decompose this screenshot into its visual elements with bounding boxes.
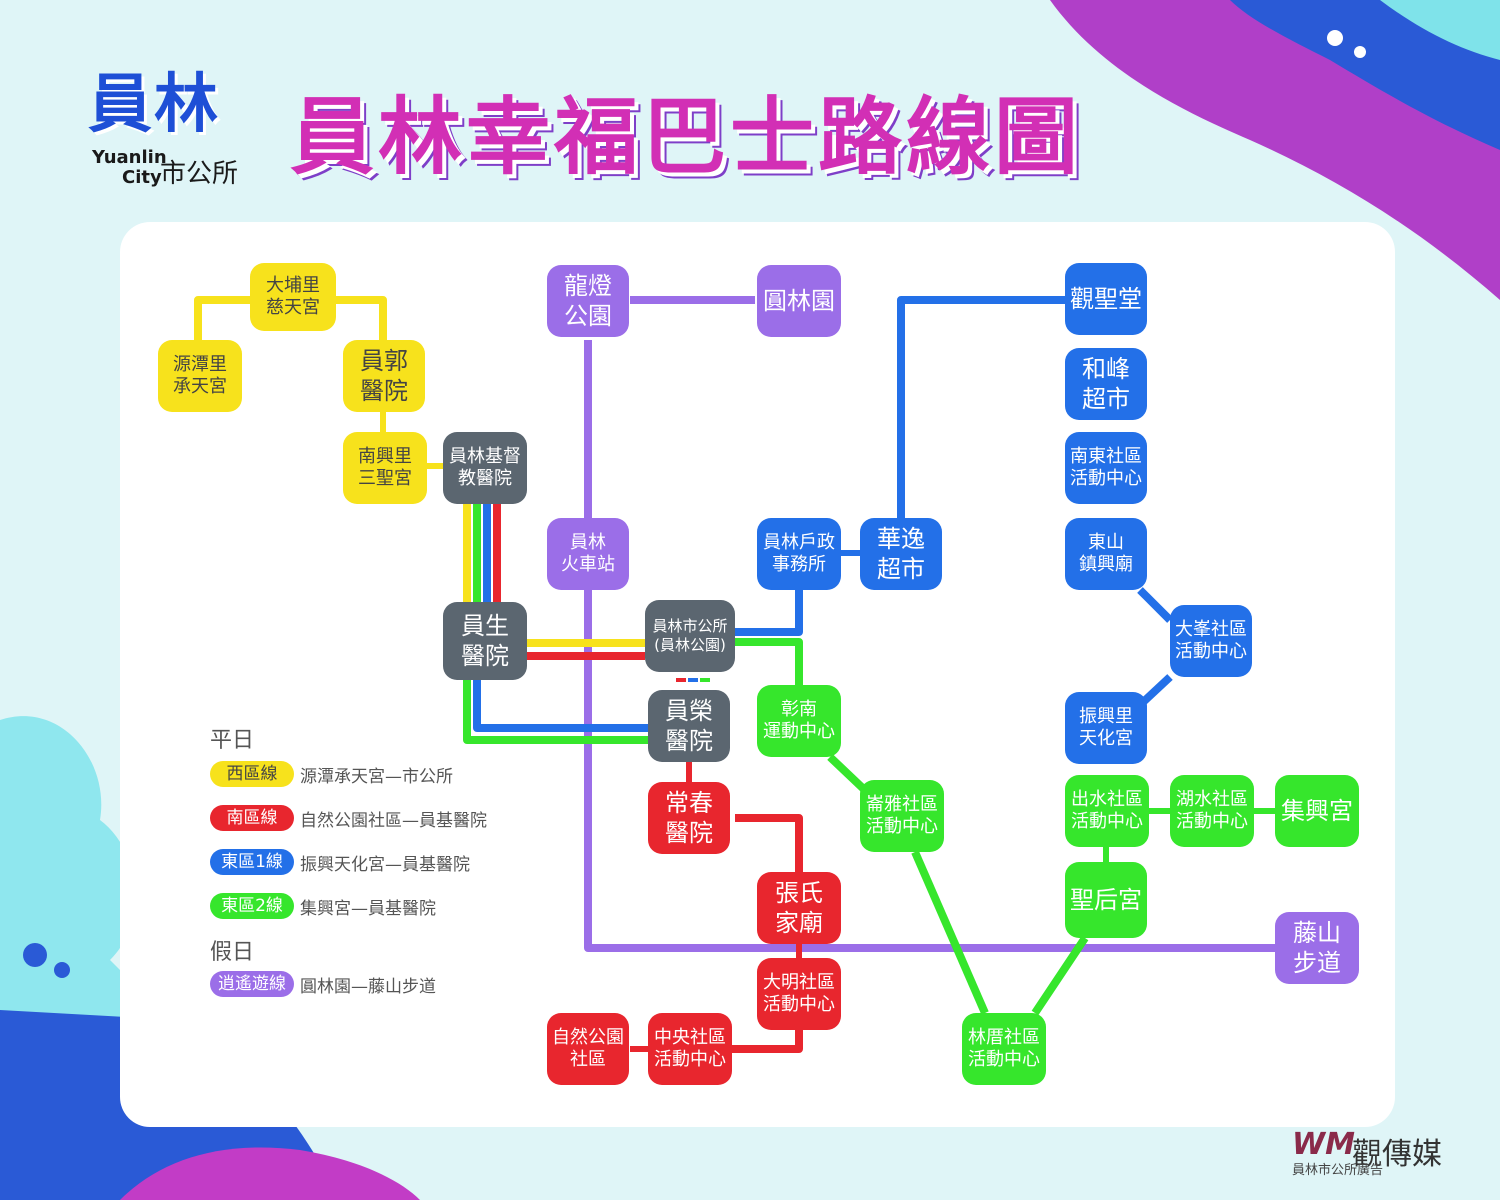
- legend-line-desc: 集興宮—員基醫院: [300, 898, 436, 919]
- station-zhangshi: 張氏 家廟: [757, 872, 841, 944]
- station-daming: 大明社區 活動中心: [757, 958, 841, 1030]
- page-title: 員林幸福巴士路線圖: [290, 88, 1083, 186]
- route-segment-leisure: [584, 590, 1275, 952]
- media-name: 觀傳媒: [1352, 1137, 1442, 1172]
- route-segment-east2: [735, 638, 803, 685]
- station-jixing: 集興宮: [1275, 775, 1359, 847]
- station-nanxing: 南興里 三聖宮: [343, 432, 427, 504]
- station-yuansheng: 員生 醫院: [443, 602, 527, 680]
- station-chushui: 出水社區 活動中心: [1065, 775, 1149, 847]
- station-dapuli: 大埔里 慈天宮: [250, 263, 336, 331]
- legend-line-badge: 東區2線: [210, 893, 294, 919]
- station-dongshan: 東山 鎮興廟: [1065, 518, 1147, 590]
- legend-row-south: 南區線自然公園社區—員基醫院: [210, 804, 487, 832]
- legend-line-desc: 源潭承天宮—市公所: [300, 766, 453, 787]
- station-zhongyang: 中央社區 活動中心: [648, 1013, 732, 1085]
- station-lincuo: 林厝社區 活動中心: [962, 1013, 1046, 1085]
- media-logo: WM: [1292, 1127, 1355, 1162]
- route-segment-east2: [1031, 935, 1089, 1016]
- logo-org-text: 市公所: [160, 159, 239, 189]
- station-nandong: 南東社區 活動中心: [1065, 432, 1147, 504]
- legend-line-desc: 自然公園社區—員基醫院: [300, 810, 487, 831]
- route-segment-south: [735, 814, 803, 872]
- route-segment-east2: [463, 680, 648, 744]
- route-segment-east1: [897, 296, 1065, 518]
- station-huji: 員林戶政 事務所: [757, 518, 841, 590]
- route-segment-west: [194, 296, 250, 340]
- legend-weekend-heading: 假日: [210, 940, 255, 965]
- station-christian: 員林基督 教醫院: [443, 432, 527, 504]
- station-changchun: 常春 醫院: [648, 782, 730, 854]
- legend-row-leisure: 逍遙遊線圓林園—藤山步道: [210, 970, 436, 998]
- station-station: 員林 火車站: [547, 518, 629, 590]
- station-dafeng: 大峯社區 活動中心: [1170, 605, 1252, 677]
- route-segment-east2: [911, 850, 989, 1015]
- station-yuanrong: 員榮 醫院: [648, 690, 730, 762]
- station-ziran: 自然公園 社區: [547, 1013, 629, 1085]
- station-yongya: 崙雅社區 活動中心: [860, 780, 944, 852]
- yuanlin-city-logo: 員林 Yuanlin City 市公所: [30, 35, 280, 195]
- legend-line-badge: 南區線: [210, 805, 294, 831]
- station-yuanguo: 員郭 醫院: [343, 340, 425, 412]
- station-citycouncil: 員林市公所 (員林公園): [645, 600, 735, 672]
- legend-line-desc: 圓林園—藤山步道: [300, 976, 436, 997]
- ad-notice: 員林市公所廣告: [1292, 1163, 1384, 1178]
- station-hushui: 湖水社區 活動中心: [1170, 775, 1254, 847]
- station-guansheng: 觀聖堂: [1065, 263, 1147, 335]
- legend-line-badge: 東區1線: [210, 849, 294, 875]
- legend-line-badge: 逍遙遊線: [210, 971, 294, 997]
- legend-row-east2: 東區2線集興宮—員基醫院: [210, 892, 436, 920]
- logo-main-text: 員林: [88, 68, 220, 142]
- station-hefeng: 和峰 超市: [1065, 348, 1147, 420]
- legend: 平日 西區線源潭承天宮—市公所南區線自然公園社區—員基醫院東區1線振興天化宮—員…: [210, 722, 540, 1012]
- station-zhenxing: 振興里 天化宮: [1065, 692, 1147, 764]
- legend-line-desc: 振興天化宮—員基醫院: [300, 854, 470, 875]
- station-zhangnan: 彰南 運動中心: [757, 685, 841, 757]
- station-shenghou: 聖后宮: [1065, 862, 1147, 938]
- legend-line-badge: 西區線: [210, 761, 294, 787]
- route-segment-east1: [735, 590, 803, 636]
- station-tengshan: 藤山 步道: [1275, 912, 1359, 984]
- route-segment-west: [336, 296, 387, 340]
- media-credit: WM 觀傳媒 員林市公所廣告: [1290, 1125, 1490, 1178]
- route-segment-east1: [473, 680, 648, 732]
- station-yuantan: 源潭里 承天宮: [158, 340, 242, 412]
- station-longdeng: 龍燈 公園: [547, 265, 629, 337]
- legend-row-east1: 東區1線振興天化宮—員基醫院: [210, 848, 470, 876]
- legend-weekday-heading: 平日: [210, 728, 255, 753]
- logo-english-line2: City: [122, 167, 162, 188]
- route-segment-south: [732, 1030, 803, 1053]
- station-yuanlinyuan: 圓林園: [757, 265, 841, 337]
- station-huayi: 華逸 超市: [860, 518, 942, 590]
- route-segment-east1: [1137, 587, 1173, 623]
- logo-english-line1: Yuanlin: [92, 147, 167, 168]
- legend-row-west: 西區線源潭承天宮—市公所: [210, 760, 453, 788]
